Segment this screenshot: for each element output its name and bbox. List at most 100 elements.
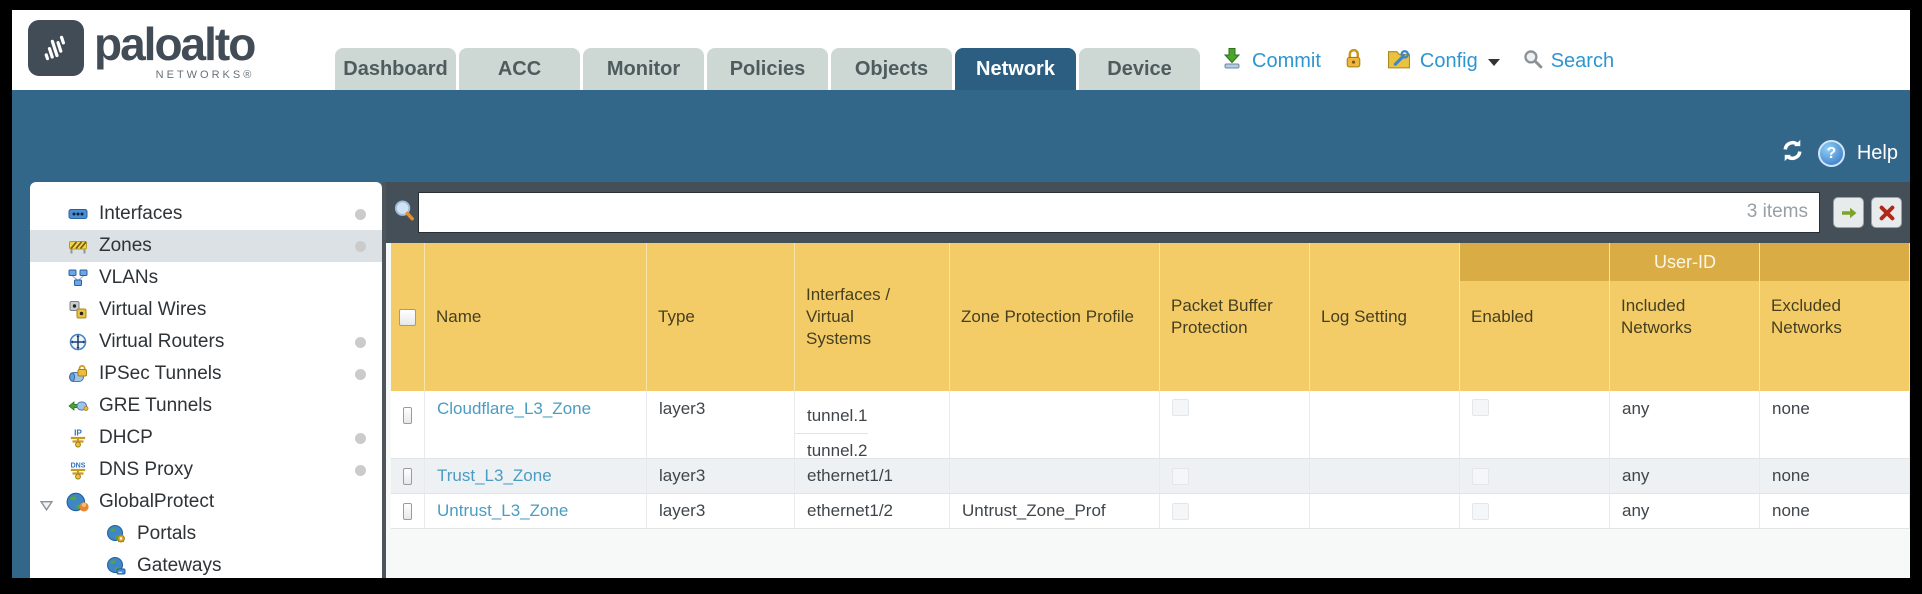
zone-interfaces-cell: tunnel.1 tunnel.2	[795, 391, 950, 458]
config-menu[interactable]: Config	[1419, 49, 1478, 72]
included-networks-cell: any	[1610, 494, 1760, 528]
network-nav-sidebar: Interfaces Zones VLANs Vir	[30, 182, 382, 578]
commit-icon	[1220, 46, 1244, 76]
zone-name-link[interactable]: Cloudflare_L3_Zone	[437, 399, 592, 418]
clear-filter-button[interactable]	[1871, 197, 1902, 228]
packet-buffer-checkbox[interactable]	[1172, 502, 1189, 520]
lock-icon[interactable]	[1343, 47, 1364, 76]
log-setting-cell	[1310, 391, 1460, 458]
sidebar-item-interfaces[interactable]: Interfaces	[30, 198, 382, 230]
sidebar-item-label: GRE Tunnels	[99, 395, 212, 416]
search-link[interactable]: Search	[1550, 49, 1615, 72]
tab-acc[interactable]: ACC	[459, 48, 580, 90]
paloalto-logo-icon	[28, 20, 84, 76]
zone-name-link[interactable]: Trust_L3_Zone	[437, 466, 552, 485]
items-count: 3 items	[1746, 201, 1808, 222]
column-header-type[interactable]: Type	[647, 243, 795, 391]
packet-buffer-cell	[1160, 459, 1310, 493]
excluded-networks-cell: none	[1760, 459, 1910, 493]
apply-filter-button[interactable]	[1833, 197, 1864, 228]
sidebar-item-dhcp[interactable]: IP DHCP	[30, 422, 382, 454]
sidebar-item-virtual-wires[interactable]: Virtual Wires	[30, 294, 382, 326]
zone-name-link[interactable]: Untrust_L3_Zone	[437, 501, 569, 520]
app-window: paloalto NETWORKS® Dashboard ACC Monitor…	[12, 10, 1910, 578]
filter-input-wrap: 3 items	[418, 192, 1820, 233]
row-checkbox[interactable]	[403, 502, 412, 520]
help-icon[interactable]: ?	[1817, 140, 1845, 167]
virtual-routers-icon	[66, 331, 90, 353]
user-id-enabled-checkbox[interactable]	[1472, 502, 1489, 520]
top-header: paloalto NETWORKS® Dashboard ACC Monitor…	[12, 10, 1910, 90]
status-dot	[355, 433, 366, 444]
zone-interfaces-cell: ethernet1/1	[795, 459, 950, 493]
select-all-checkbox[interactable]	[399, 308, 416, 326]
zone-type-cell: layer3	[647, 494, 795, 528]
column-header-log-setting[interactable]: Log Setting	[1310, 243, 1460, 391]
column-header-enabled[interactable]: Enabled	[1460, 243, 1610, 391]
status-dot	[355, 337, 366, 348]
column-header-zone-protection[interactable]: Zone Protection Profile	[950, 243, 1160, 391]
tab-monitor[interactable]: Monitor	[583, 48, 704, 90]
tab-device[interactable]: Device	[1079, 48, 1200, 90]
filter-bar: 3 items	[386, 182, 1910, 243]
packet-buffer-checkbox[interactable]	[1172, 467, 1189, 485]
virtual-wires-icon	[66, 299, 90, 321]
tab-dashboard[interactable]: Dashboard	[335, 48, 456, 90]
brand-name: paloalto	[94, 18, 256, 70]
brand-text: paloalto NETWORKS®	[94, 18, 256, 82]
tab-policies[interactable]: Policies	[707, 48, 828, 90]
zone-type-cell: layer3	[647, 391, 795, 458]
user-id-enabled-checkbox[interactable]	[1472, 399, 1489, 416]
config-icon	[1386, 47, 1412, 76]
zone-protection-cell	[950, 391, 1160, 458]
tab-objects[interactable]: Objects	[831, 48, 952, 90]
row-checkbox[interactable]	[403, 467, 412, 485]
sidebar-item-gre-tunnels[interactable]: GRE Tunnels	[30, 390, 382, 422]
column-header-included-networks[interactable]: Included Networks	[1610, 243, 1760, 391]
packet-buffer-cell	[1160, 391, 1310, 458]
filter-search-icon	[392, 198, 417, 231]
table-row-trust-l3-zone[interactable]: Trust_L3_Zone layer3 ethernet1/1 any non…	[391, 459, 1910, 494]
header-actions: Commit Config	[1220, 46, 1614, 76]
zones-table-header: User-ID Name Type Interfaces / Virtual S…	[391, 243, 1910, 391]
zone-protection-cell: Untrust_Zone_Prof	[950, 494, 1160, 528]
refresh-icon[interactable]	[1779, 137, 1806, 170]
sidebar-item-vlans[interactable]: VLANs	[30, 262, 382, 294]
sidebar-item-gateways[interactable]: Gateways	[30, 550, 382, 578]
table-row-untrust-l3-zone[interactable]: Untrust_L3_Zone layer3 ethernet1/2 Untru…	[391, 494, 1910, 529]
user-id-enabled-checkbox[interactable]	[1472, 467, 1489, 485]
help-link[interactable]: Help	[1856, 142, 1898, 164]
sidebar-item-portals[interactable]: Portals	[30, 518, 382, 550]
zones-table: User-ID Name Type Interfaces / Virtual S…	[391, 243, 1910, 529]
sidebar-splitter[interactable]	[382, 182, 386, 578]
sidebar-item-virtual-routers[interactable]: Virtual Routers	[30, 326, 382, 358]
sidebar-item-label: DNS Proxy	[99, 459, 193, 480]
row-checkbox[interactable]	[403, 407, 412, 424]
column-header-name[interactable]: Name	[425, 243, 647, 391]
packet-buffer-cell	[1160, 494, 1310, 528]
column-header-packet-buffer[interactable]: Packet Buffer Protection	[1160, 243, 1310, 391]
log-setting-cell	[1310, 459, 1460, 493]
sidebar-item-label: Interfaces	[99, 203, 183, 224]
interface-value: tunnel.2	[795, 433, 868, 458]
vlans-icon	[66, 267, 90, 289]
table-row-cloudflare-l3-zone[interactable]: Cloudflare_L3_Zone layer3 tunnel.1 tunne…	[391, 391, 1910, 459]
expand-triangle-icon[interactable]	[39, 496, 54, 518]
sidebar-item-ipsec-tunnels[interactable]: IPSec Tunnels	[30, 358, 382, 390]
sidebar-item-label: VLANs	[99, 267, 159, 288]
tab-network[interactable]: Network	[955, 48, 1076, 90]
column-header-interfaces[interactable]: Interfaces / Virtual Systems	[795, 243, 950, 391]
sidebar-item-zones[interactable]: Zones	[30, 230, 382, 262]
filter-input[interactable]	[418, 192, 1820, 233]
column-header-excluded-networks[interactable]: Excluded Networks	[1760, 243, 1910, 391]
dhcp-icon: IP	[66, 427, 90, 449]
commit-link[interactable]: Commit	[1252, 49, 1321, 72]
sidebar-item-dns-proxy[interactable]: DNS DNS Proxy	[30, 454, 382, 486]
gateways-icon	[104, 555, 128, 577]
packet-buffer-checkbox[interactable]	[1172, 399, 1189, 416]
sidebar-item-label: Gateways	[137, 555, 222, 576]
sidebar-item-label: Zones	[99, 235, 152, 256]
svg-text:DNS: DNS	[71, 462, 86, 469]
sidebar-item-globalprotect[interactable]: GlobalProtect	[30, 486, 382, 518]
